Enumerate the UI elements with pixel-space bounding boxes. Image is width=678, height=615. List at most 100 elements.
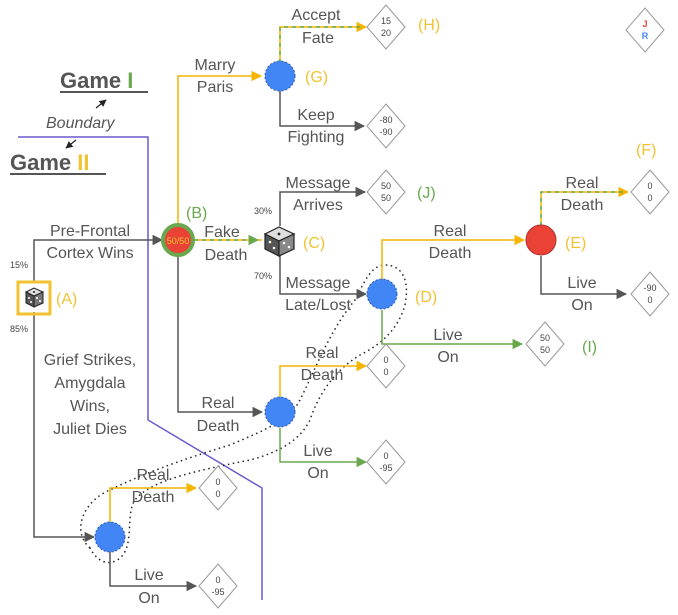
chance-node-B [161, 223, 195, 257]
svg-text:0: 0 [215, 489, 220, 499]
svg-text:0: 0 [215, 575, 220, 585]
svg-text:J: J [642, 19, 647, 29]
game-boundary-line [18, 136, 263, 600]
label-real-low-1: Real [137, 467, 170, 484]
label-keep-2: Fighting [288, 129, 345, 146]
edge-grief [33, 312, 96, 543]
tag-I: (I) [582, 339, 597, 356]
edge-real-death-B [177, 254, 264, 418]
svg-text:-95: -95 [211, 587, 224, 597]
svg-text:-80: -80 [379, 115, 392, 125]
label-real-B-2: Death [197, 418, 240, 435]
svg-text:0: 0 [647, 295, 652, 305]
label-live-B-2: On [307, 465, 328, 482]
label-marry-1: Marry [195, 57, 236, 74]
chance-B-label: 50/50 [167, 236, 190, 246]
label-live-E-2: On [571, 297, 592, 314]
boundary-label: Boundary [46, 115, 115, 132]
svg-text:50: 50 [381, 193, 391, 203]
payoff-mid-live: 0 -95 [366, 439, 406, 485]
svg-text:20: 20 [381, 28, 391, 38]
prob-A-bottom: 85% [10, 324, 28, 334]
label-real-low-2: Death [132, 489, 175, 506]
label-real-B-1: Real [202, 395, 235, 412]
label-live-low-1: Live [134, 567, 163, 584]
label-live-low-2: On [138, 590, 159, 607]
svg-text:0: 0 [383, 355, 388, 365]
label-marry-2: Paris [197, 79, 233, 96]
dice-icon [24, 287, 45, 308]
tag-J: (J) [417, 185, 436, 202]
label-real-D-1: Real [306, 345, 339, 362]
decision-node-mid [264, 396, 296, 428]
svg-text:15: 15 [381, 16, 391, 26]
label-live-E-1: Live [567, 275, 596, 292]
tag-H: (H) [418, 17, 440, 34]
payoff-low-live: 0 -95 [198, 563, 238, 609]
boundary-arrow-up [95, 99, 107, 109]
label-real-E-1: Real [434, 223, 467, 240]
payoff-I: 50 50 [525, 321, 565, 367]
edge-real-death-E [381, 234, 526, 280]
prob-A-top: 15% [10, 260, 28, 270]
svg-text:-90: -90 [379, 127, 392, 137]
decision-node-low [94, 521, 126, 553]
svg-text:50: 50 [381, 181, 391, 191]
edge-accept-fate [279, 26, 362, 63]
edge-message-arrives [279, 186, 367, 226]
label-grief-3: Wins, [70, 398, 110, 415]
label-grief-2: Amygdala [54, 375, 125, 392]
label-accept-1: Accept [292, 7, 341, 24]
svg-text:0: 0 [383, 367, 388, 377]
label-real-E-2: Death [429, 245, 472, 262]
label-accept-2: Fate [302, 30, 334, 47]
label-msg-late-1: Message [286, 275, 351, 292]
chance-node-C [263, 226, 296, 257]
label-grief-4: Juliet Dies [53, 421, 127, 438]
payoff-J: 50 50 [366, 169, 406, 215]
prob-C-top: 30% [254, 206, 272, 216]
tag-B: (B) [186, 205, 207, 222]
label-live-D-1: Live [433, 327, 462, 344]
label-pre-frontal-2: Cortex Wins [46, 245, 133, 262]
prob-C-bottom: 70% [254, 271, 272, 281]
svg-text:0: 0 [647, 193, 652, 203]
label-keep-1: Keep [297, 107, 334, 124]
tag-A: (A) [56, 291, 77, 308]
svg-text:0: 0 [215, 477, 220, 487]
svg-text:0: 0 [647, 181, 652, 191]
edge-live-on-E [540, 256, 628, 300]
payoff-keep-fighting: -80 -90 [366, 103, 406, 149]
label-msg-arrives-2: Arrives [293, 197, 343, 214]
svg-text:50: 50 [540, 345, 550, 355]
label-live-D-2: On [437, 349, 458, 366]
label-pre-frontal-1: Pre-Frontal [50, 223, 130, 240]
edge-pre-frontal [33, 234, 164, 282]
label-real-D-2: Death [301, 367, 344, 384]
chance-node-A-frame [16, 280, 52, 316]
boundary-arrow-down [65, 139, 77, 149]
edge-keep-fighting [279, 90, 366, 132]
payoff-D-real: 0 0 [366, 343, 406, 389]
edge-live-on-low [109, 552, 198, 592]
label-real-F-2: Death [561, 197, 604, 214]
label-msg-arrives-1: Message [286, 175, 351, 192]
label-msg-late-2: Late/Lost [285, 297, 351, 314]
payoff-low-real: 0 0 [198, 465, 238, 511]
label-real-F-1: Real [566, 175, 599, 192]
svg-text:R: R [642, 31, 649, 41]
player-legend: J R [625, 7, 665, 53]
svg-text:-90: -90 [643, 283, 656, 293]
decision-node-D [366, 278, 398, 310]
edge-real-death-low [109, 482, 198, 522]
decision-node-G [264, 60, 296, 92]
edge-real-death-F [540, 191, 624, 226]
svg-text:0: 0 [383, 451, 388, 461]
label-live-B-1: Live [303, 443, 332, 460]
payoff-H: 15 20 [366, 4, 406, 50]
payoff-E-live: -90 0 [630, 271, 670, 317]
edge-real-death-mid [279, 360, 368, 398]
label-grief-1: Grief Strikes, [44, 352, 136, 369]
edge-marry-paris [177, 70, 263, 228]
game-1-title: Game I [60, 68, 133, 93]
